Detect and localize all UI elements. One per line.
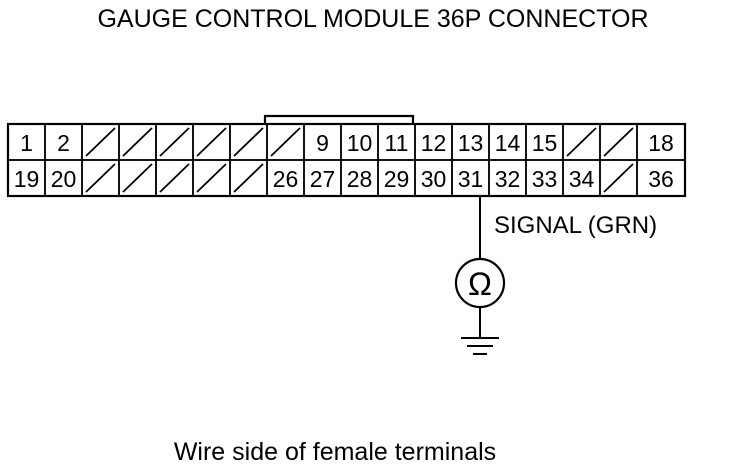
terminal-34: 34 [562,159,601,197]
terminal-26: 26 [266,159,305,197]
terminal-number: 1 [20,130,33,156]
unused-terminal-mark [233,127,264,157]
terminal-empty [229,123,268,161]
terminal-number: 13 [458,130,484,156]
terminal-11: 11 [377,123,416,161]
unused-terminal-mark [85,127,116,157]
unused-terminal-mark [233,163,264,193]
terminal-number: 15 [532,130,558,156]
terminal-number: 29 [384,166,410,192]
terminal-number: 12 [421,130,447,156]
connector-lock-tab [263,114,415,124]
terminal-number: 19 [14,166,40,192]
terminal-number: 36 [648,166,674,192]
terminal-number: 31 [458,166,484,192]
unused-terminal-mark [196,163,227,193]
terminal-empty [155,159,194,197]
terminal-number: 10 [347,130,373,156]
terminal-number: 20 [51,166,77,192]
caption: Wire side of female terminals [174,438,496,466]
unused-terminal-mark [85,163,116,193]
terminal-empty [155,123,194,161]
unused-terminal-mark [270,127,301,157]
terminal-empty [562,123,601,161]
terminal-empty [599,159,638,197]
unused-terminal-mark [603,127,634,157]
terminal-number: 9 [316,130,329,156]
terminal-30: 30 [414,159,453,197]
terminal-19: 19 [7,159,46,197]
terminal-1: 1 [7,123,46,161]
terminal-14: 14 [488,123,527,161]
terminal-empty [599,123,638,161]
terminal-27: 27 [303,159,342,197]
terminal-empty [229,159,268,197]
terminal-number: 26 [273,166,299,192]
terminal-29: 29 [377,159,416,197]
terminal-12: 12 [414,123,453,161]
unused-terminal-mark [122,127,153,157]
terminal-number: 32 [495,166,521,192]
terminal-empty [81,159,120,197]
terminal-18: 18 [636,123,686,161]
ohmmeter-icon: Ω [454,257,506,309]
terminal-15: 15 [525,123,564,161]
terminal-number: 28 [347,166,373,192]
terminal-28: 28 [340,159,379,197]
terminal-33: 33 [525,159,564,197]
terminal-empty [118,159,157,197]
terminal-number: 30 [421,166,447,192]
ground-icon [461,337,499,355]
unused-terminal-mark [159,127,190,157]
terminal-10: 10 [340,123,379,161]
unused-terminal-mark [603,163,634,193]
terminal-number: 18 [648,130,674,156]
diagram-title: GAUGE CONTROL MODULE 36P CONNECTOR [97,5,648,33]
signal-wire-label: SIGNAL (GRN) [494,212,657,239]
terminal-empty [266,123,305,161]
terminal-31: 31 [451,159,490,197]
terminal-number: 2 [57,130,70,156]
terminal-36: 36 [636,159,686,197]
unused-terminal-mark [122,163,153,193]
terminal-9: 9 [303,123,342,161]
terminal-13: 13 [451,123,490,161]
terminal-32: 32 [488,159,527,197]
terminal-empty [118,123,157,161]
terminal-empty [81,123,120,161]
terminal-number: 27 [310,166,336,192]
terminal-2: 2 [44,123,83,161]
unused-terminal-mark [196,127,227,157]
terminal-number: 14 [495,130,521,156]
terminal-number: 33 [532,166,558,192]
terminal-number: 34 [569,166,595,192]
terminal-empty [192,159,231,197]
terminal-number: 11 [385,130,409,156]
terminal-20: 20 [44,159,83,197]
unused-terminal-mark [566,127,597,157]
terminal-empty [192,123,231,161]
ohm-symbol: Ω [468,266,492,302]
unused-terminal-mark [159,163,190,193]
